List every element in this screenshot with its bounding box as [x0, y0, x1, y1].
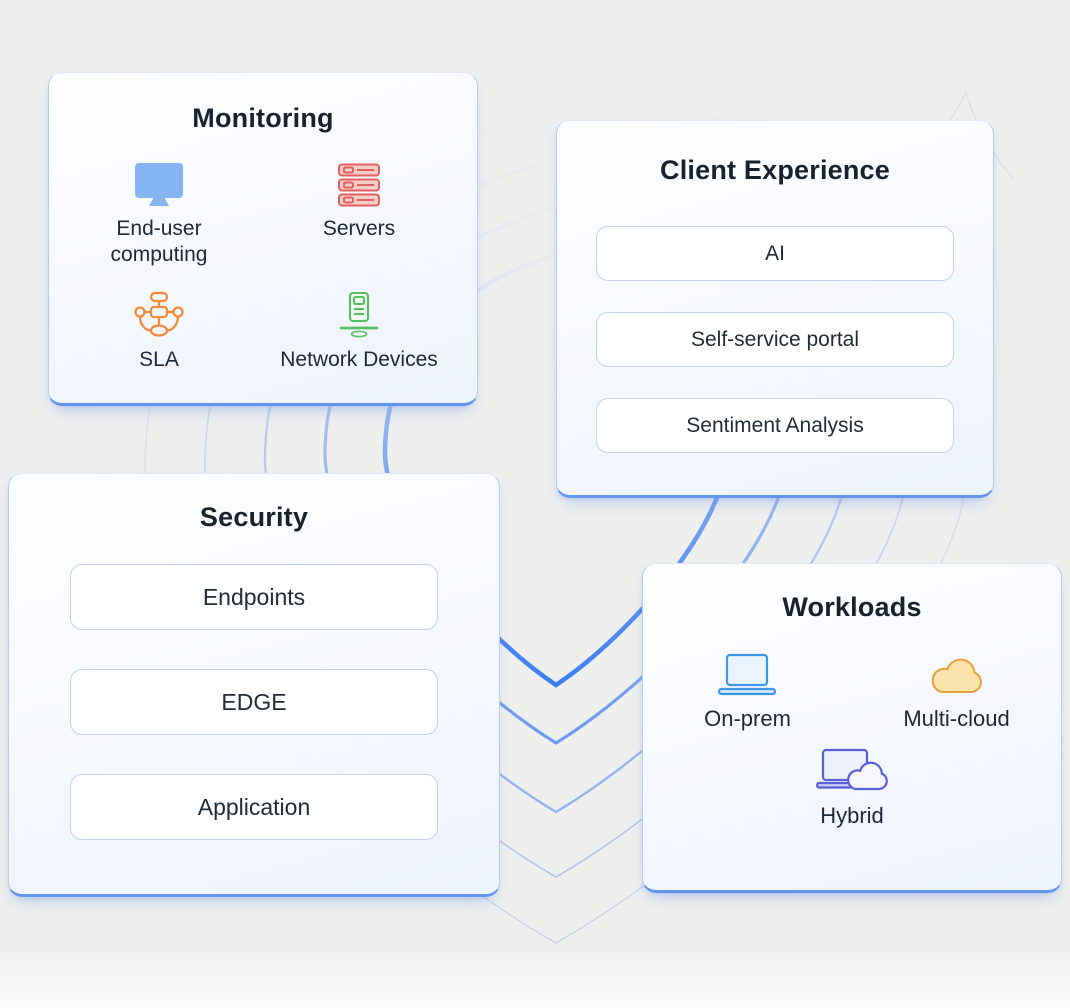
client-experience-card: Client Experience AI Self-service portal… — [556, 120, 994, 498]
security-title: Security — [199, 502, 309, 532]
laptop-cloud-icon — [815, 746, 889, 794]
item-label: On-prem — [704, 706, 791, 731]
cloud-icon — [926, 651, 988, 697]
monitoring-item-network-devices: Network Devices — [280, 289, 438, 373]
item-label: SLA — [139, 347, 179, 371]
item-label: Multi-cloud — [903, 706, 1010, 731]
application-button[interactable]: Application — [70, 774, 438, 840]
servers-icon — [337, 160, 381, 208]
network-device-icon — [336, 289, 382, 339]
workloads-item-multi-cloud: Multi-cloud — [903, 651, 1010, 732]
item-label: Network Devices — [280, 347, 438, 371]
monitoring-item-sla: SLA — [133, 289, 185, 373]
endpoints-button[interactable]: Endpoints — [70, 564, 438, 630]
monitoring-card: Monitoring End-user computing — [48, 72, 478, 406]
workloads-title: Workloads — [782, 592, 922, 622]
item-label: Hybrid — [820, 803, 884, 828]
sentiment-analysis-button[interactable]: Sentiment Analysis — [596, 398, 954, 453]
workloads-card: Workloads On-prem Multi-cloud — [642, 563, 1062, 893]
security-card: Security Endpoints EDGE Application — [8, 473, 500, 897]
monitoring-title: Monitoring — [192, 103, 334, 133]
laptop-icon — [717, 651, 777, 697]
monitoring-item-end-user-computing: End-user computing — [93, 160, 225, 269]
monitor-icon — [131, 160, 187, 208]
item-label: End-user computing — [110, 217, 208, 267]
item-label: Servers — [322, 217, 396, 240]
self-service-portal-button[interactable]: Self-service portal — [596, 312, 954, 367]
workloads-row-2: Hybrid — [643, 746, 1061, 829]
ai-button[interactable]: AI — [596, 226, 954, 281]
sla-flowchart-icon — [133, 289, 185, 339]
client-experience-buttons: AI Self-service portal Sentiment Analysi… — [557, 226, 993, 453]
edge-button[interactable]: EDGE — [70, 669, 438, 735]
workloads-item-hybrid: Hybrid — [815, 746, 889, 829]
security-buttons: Endpoints EDGE Application — [9, 564, 499, 840]
workloads-item-on-prem: On-prem — [704, 651, 791, 732]
monitoring-item-servers: Servers — [323, 160, 395, 269]
monitoring-grid: End-user computing Servers — [49, 160, 477, 373]
workloads-row-1: On-prem Multi-cloud — [643, 651, 1061, 732]
client-experience-title: Client Experience — [660, 155, 890, 185]
